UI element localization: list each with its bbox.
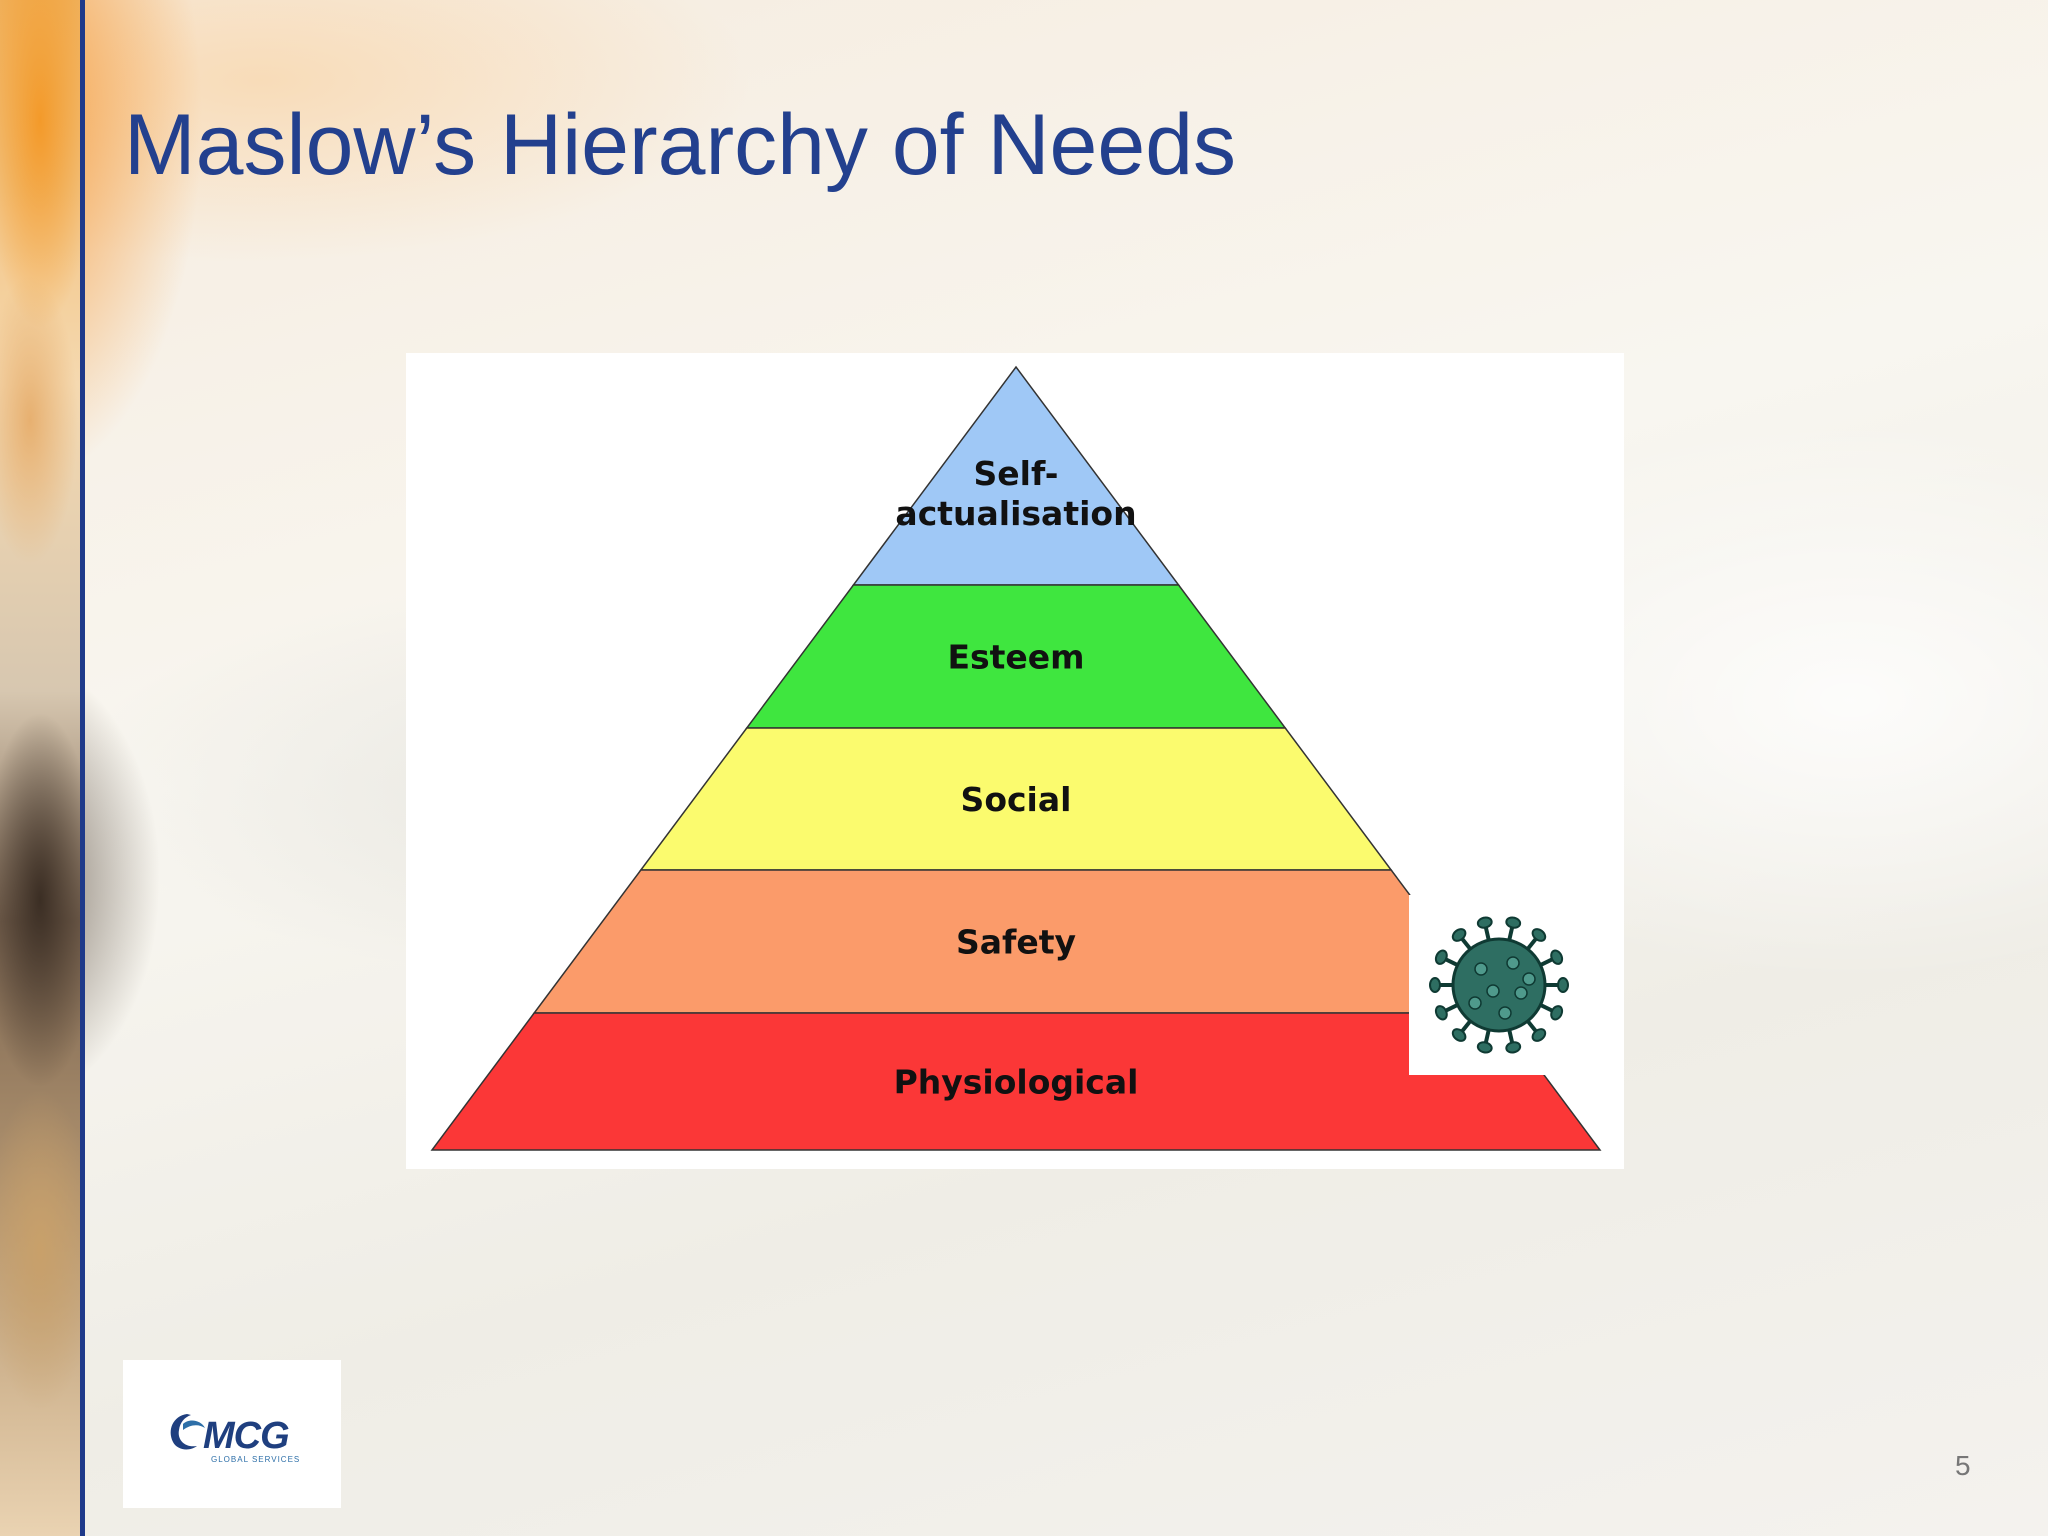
virus-icon	[1429, 916, 1569, 1054]
pyramid-label-esteem: Esteem	[947, 638, 1084, 677]
left-decorative-stripe	[0, 0, 82, 1536]
logo-text: MCG	[203, 1415, 290, 1457]
pyramid-label-safety: Safety	[956, 923, 1076, 962]
left-accent-line	[80, 0, 85, 1536]
pyramid-svg: Self-actualisationEsteemSocialSafetyPhys…	[430, 365, 1602, 1151]
pyramid-label-self-actualisation-2: actualisation	[895, 494, 1136, 533]
page-number: 5	[1955, 1450, 1971, 1481]
pyramid-label-physiological: Physiological	[894, 1063, 1139, 1102]
logo-swoosh-icon	[170, 1414, 205, 1450]
pyramid-level-physiological	[430, 1012, 1602, 1151]
virus-image	[1409, 895, 1624, 1075]
slide-title: Maslow’s Hierarchy of Needs	[124, 97, 1237, 193]
company-logo: MCG GLOBAL SERVICES	[123, 1360, 341, 1508]
pyramid-label-social: Social	[961, 780, 1072, 819]
logo-subtext: GLOBAL SERVICES	[211, 1455, 301, 1464]
pyramid-label-self-actualisation-1: Self-	[974, 454, 1059, 493]
